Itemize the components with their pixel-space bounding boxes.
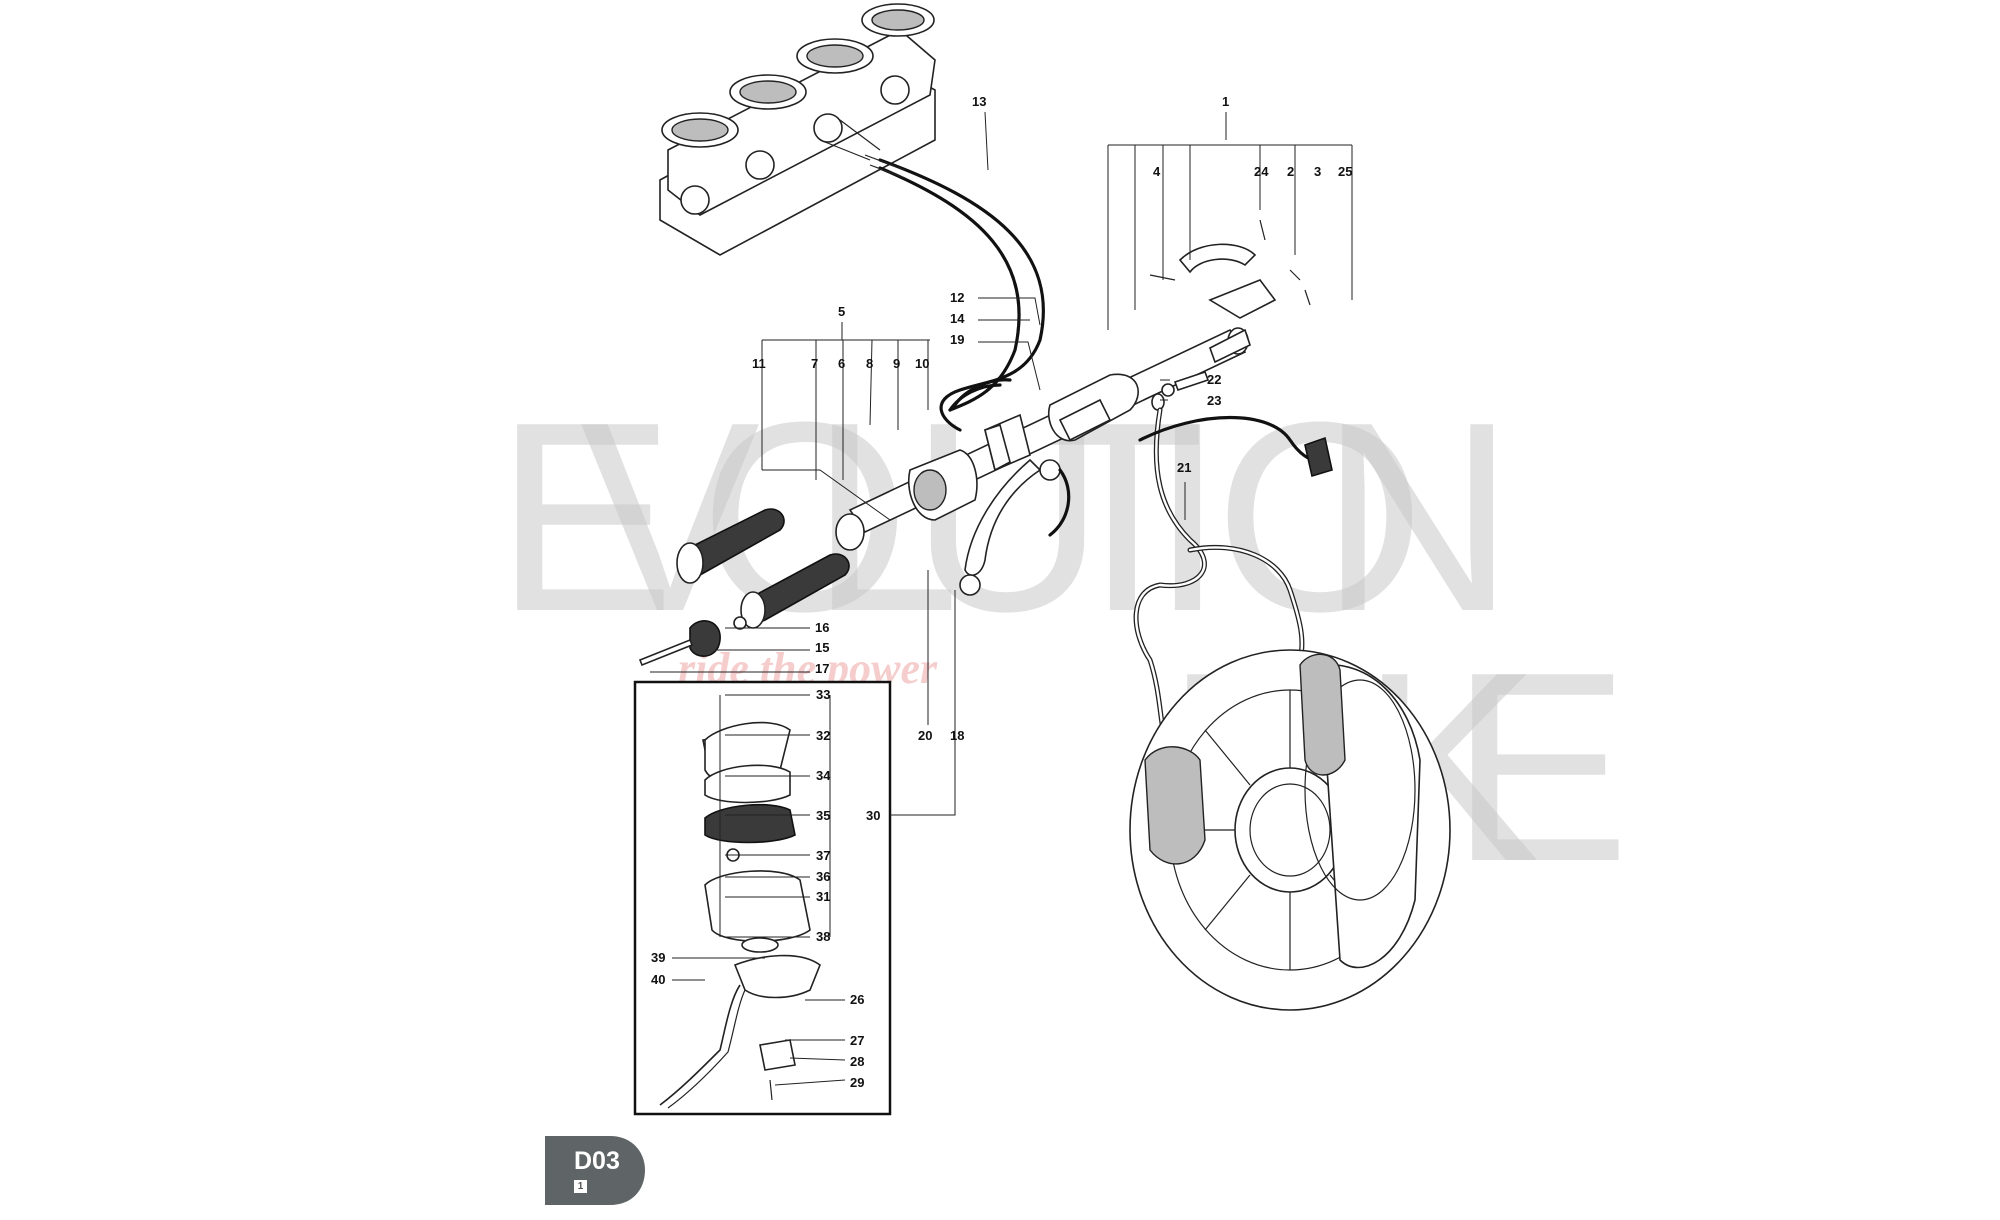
brake-disc-assembly xyxy=(1129,649,1451,1011)
callout-28: 28 xyxy=(850,1054,864,1069)
callout-27: 27 xyxy=(850,1033,864,1048)
callout-29: 29 xyxy=(850,1075,864,1090)
brake-hoses xyxy=(1048,407,1333,743)
watermark-letter: N xyxy=(1320,367,1515,668)
callout-31: 31 xyxy=(816,889,830,904)
callout-13: 13 xyxy=(972,94,986,109)
callout-4: 4 xyxy=(1153,164,1161,179)
callout-17: 17 xyxy=(815,661,829,676)
callout-9: 9 xyxy=(893,356,900,371)
callout-11: 11 xyxy=(752,356,766,371)
callout-33: 33 xyxy=(816,687,830,702)
master-cylinder-inset xyxy=(633,680,892,1116)
callout-20: 20 xyxy=(918,728,932,743)
callout-16: 16 xyxy=(815,620,829,635)
watermark-letter: V xyxy=(580,367,761,668)
handlebar-assembly xyxy=(638,219,1311,667)
callout-12: 12 xyxy=(950,290,964,305)
leader-lines xyxy=(650,111,1353,1086)
watermark-letter: O xyxy=(1215,367,1425,668)
callout-18: 18 xyxy=(950,728,964,743)
callout-25: 25 xyxy=(1338,164,1352,179)
page-code: D03 xyxy=(574,1147,620,1175)
callout-24: 24 xyxy=(1254,164,1269,179)
callout-38: 38 xyxy=(816,929,830,944)
callout-6: 6 xyxy=(838,356,845,371)
sheet-number: 1 xyxy=(574,1180,587,1193)
callout-37: 37 xyxy=(816,848,830,863)
callout-5: 5 xyxy=(838,304,845,319)
callout-labels: 1 4 24 2 3 25 13 12 14 19 5 11 7 6 8 9 1… xyxy=(651,94,1352,1090)
callout-7: 7 xyxy=(811,356,818,371)
callout-40: 40 xyxy=(651,972,665,987)
watermark-letter: E xyxy=(495,367,675,668)
callout-1: 1 xyxy=(1222,94,1229,109)
callout-36: 36 xyxy=(816,869,830,884)
callout-30: 30 xyxy=(866,808,880,823)
throttle-body-assembly xyxy=(659,3,936,256)
callout-23: 23 xyxy=(1207,393,1221,408)
callout-26: 26 xyxy=(850,992,864,1007)
callout-8: 8 xyxy=(866,356,873,371)
callout-3: 3 xyxy=(1314,164,1321,179)
callout-15: 15 xyxy=(815,640,829,655)
callout-34: 34 xyxy=(816,768,831,783)
page-badge-shape xyxy=(545,1136,645,1205)
watermark: E V O L U T I O N B I K E ride the power xyxy=(495,367,1630,918)
callout-14: 14 xyxy=(950,311,965,326)
callout-39: 39 xyxy=(651,950,665,965)
throttle-cables xyxy=(864,154,1045,432)
callout-22: 22 xyxy=(1207,372,1221,387)
callout-32: 32 xyxy=(816,728,830,743)
callout-35: 35 xyxy=(816,808,830,823)
callout-19: 19 xyxy=(950,332,964,347)
callout-2: 2 xyxy=(1287,164,1294,179)
watermark-letter: E xyxy=(1450,617,1630,918)
callout-21: 21 xyxy=(1177,460,1191,475)
page-badge: D03 1 xyxy=(536,1136,645,1205)
callout-10: 10 xyxy=(915,356,929,371)
